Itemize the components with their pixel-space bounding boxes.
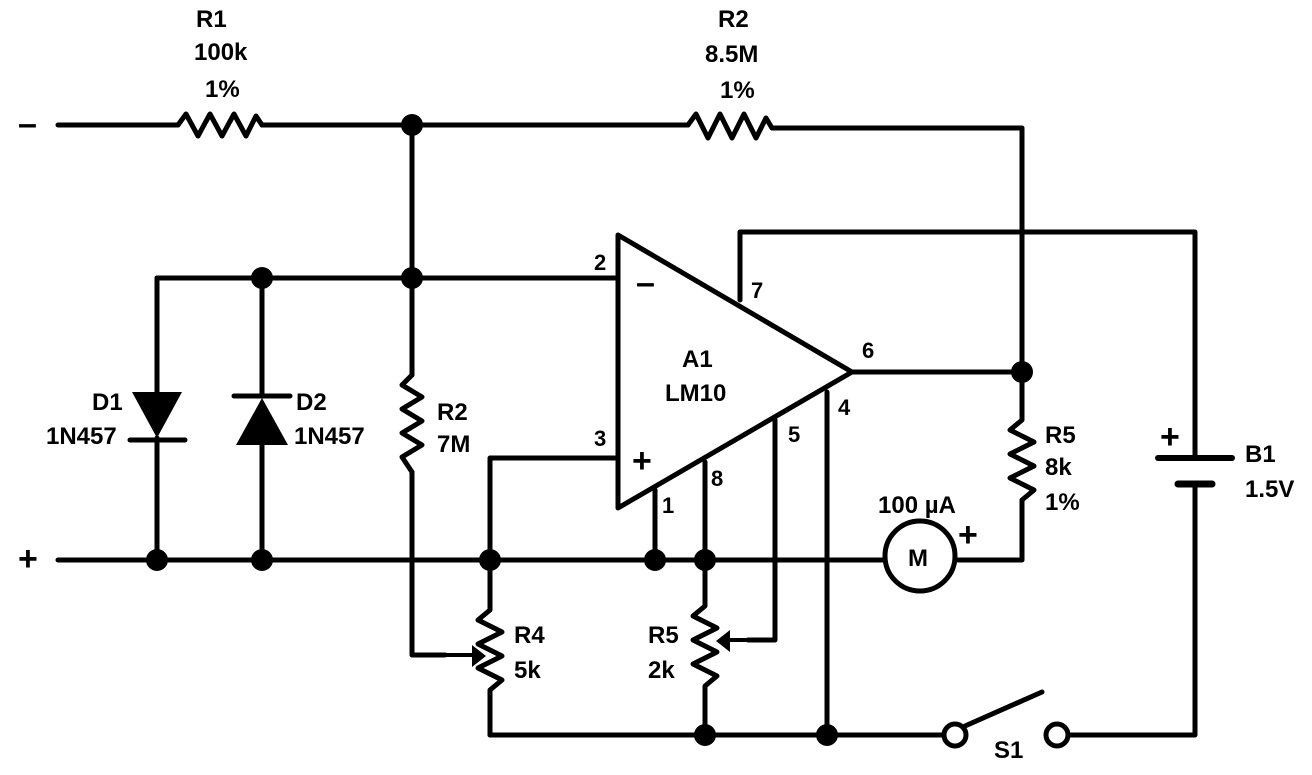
pin-5-label: 5: [788, 422, 800, 447]
switch-s1: S1: [941, 482, 1198, 764]
r2-top-value: 8.5M: [705, 41, 758, 68]
input-minus-terminal: –: [18, 105, 37, 143]
b1-value: 1.5V: [1245, 476, 1294, 503]
r5-pot-ref: R5: [648, 622, 679, 649]
resistor-r5-fixed: R5 8k 1%: [1007, 369, 1080, 516]
opamp-ref: A1: [682, 346, 713, 373]
node-column-wires: [409, 122, 448, 658]
opamp-inverting-sign: –: [636, 264, 655, 302]
battery-b1: + B1 1.5V: [1155, 418, 1294, 503]
opamp-pin-wires: [487, 229, 1198, 738]
d2-part: 1N457: [294, 423, 365, 450]
r1-tolerance: 1%: [205, 76, 240, 103]
resistor-r1: R1 100k 1%: [175, 6, 265, 139]
pin-6-label: 6: [862, 338, 874, 363]
battery-polarity: +: [1160, 418, 1180, 456]
junction-dots: [146, 114, 1033, 746]
d1-ref: D1: [92, 389, 123, 416]
r5-fixed-value: 8k: [1045, 454, 1072, 481]
pin-2-label: 2: [594, 250, 606, 275]
r1-value: 100k: [194, 39, 248, 66]
r1-ref: R1: [196, 6, 227, 33]
top-rail-wires: [55, 122, 1025, 371]
pin-3-label: 3: [594, 426, 606, 451]
r2-top-ref: R2: [718, 6, 749, 33]
opamp-part: LM10: [665, 380, 726, 407]
pin-4-label: 4: [838, 395, 851, 420]
r2-top-tolerance: 1%: [720, 77, 755, 104]
r2-mid-value: 7M: [437, 431, 470, 458]
meter-polarity: +: [958, 516, 978, 554]
pin-1-label: 1: [662, 493, 674, 518]
diode-d1: D1 1N457: [46, 275, 188, 563]
r5-pot-value: 2k: [648, 657, 675, 684]
input-plus-terminal: +: [18, 540, 38, 578]
resistor-r2-top: R2 8.5M 1%: [685, 6, 775, 141]
r4-value: 5k: [514, 657, 541, 684]
b1-ref: B1: [1245, 441, 1276, 468]
meter-symbol: M: [908, 545, 928, 572]
d1-part: 1N457: [46, 423, 117, 450]
d2-ref: D2: [296, 389, 327, 416]
meter-range: 100 µA: [878, 492, 956, 519]
potentiometer-r5: R5 2k: [648, 557, 750, 738]
pin-7-label: 7: [751, 278, 763, 303]
r5-fixed-ref: R5: [1045, 422, 1076, 449]
r5-fixed-tolerance: 1%: [1045, 489, 1080, 516]
r2-mid-ref: R2: [437, 399, 468, 426]
bottom-rail-wires: [55, 505, 1025, 563]
opamp-a1: – + A1 LM10 2 3 7 6 4 5 8 1: [594, 232, 874, 518]
pin-8-label: 8: [711, 466, 723, 491]
r4-ref: R4: [514, 622, 545, 649]
s1-ref: S1: [994, 737, 1023, 764]
meter-m: M 100 µA +: [878, 492, 978, 594]
diode-d2: D2 1N457: [231, 275, 365, 563]
potentiometer-r4: R4 5k: [443, 557, 545, 738]
resistor-r2-mid: R2 7M: [399, 372, 470, 475]
opamp-noninverting-sign: +: [632, 442, 652, 480]
